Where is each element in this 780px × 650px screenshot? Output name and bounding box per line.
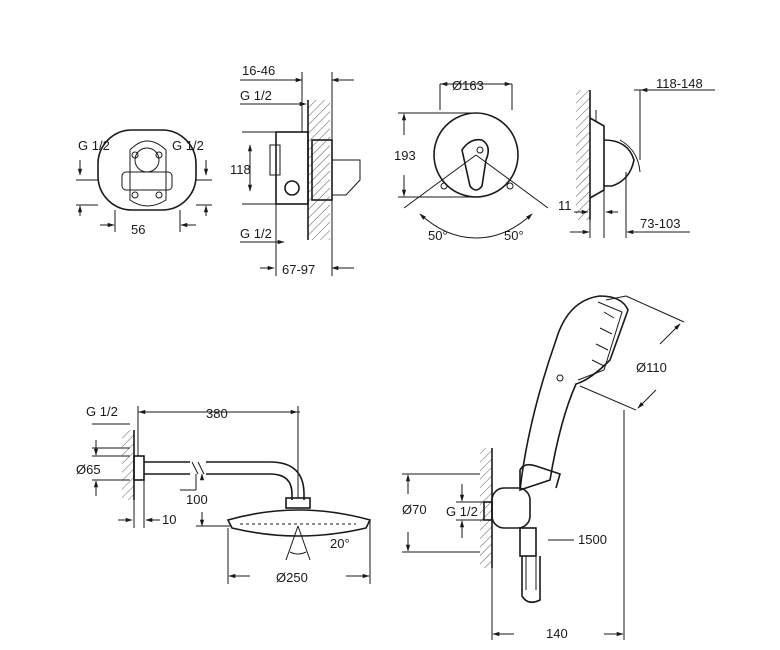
width-56-label: 56: [131, 222, 145, 237]
length-380-label: 380: [206, 406, 228, 421]
diameter-70-label: Ø70: [402, 502, 427, 517]
trim-side-view: [570, 87, 715, 238]
width-140-label: 140: [546, 626, 568, 641]
offset-10-label: 10: [162, 512, 176, 527]
diameter-110-label: Ø110: [636, 360, 667, 375]
depth-67-97-label: 67-97: [282, 262, 315, 277]
angle-20-label: 20°: [330, 536, 350, 551]
depth-73-103-label: 73-103: [640, 216, 680, 231]
depth-16-46-label: 16-46: [242, 63, 275, 78]
depth-118-148-label: 118-148: [656, 76, 703, 91]
hand-shower-view: [402, 295, 685, 640]
body-side-view: [240, 72, 361, 276]
g-half-right-label: G 1/2: [172, 138, 204, 153]
hose-1500-label: 1500: [578, 532, 607, 547]
g-half-arm-label: G 1/2: [86, 404, 118, 419]
angle-50-left-label: 50°: [428, 228, 448, 243]
head-shower-view: [92, 406, 372, 584]
g-half-left-label: G 1/2: [78, 138, 110, 153]
g-half-valve-bottom-label: G 1/2: [240, 226, 272, 241]
trim-front-view: [398, 81, 549, 239]
diameter-65-label: Ø65: [76, 462, 101, 477]
angle-50-right-label: 50°: [504, 228, 524, 243]
diameter-250-label: Ø250: [276, 570, 308, 585]
body-front-view: [76, 129, 212, 232]
height-100-label: 100: [186, 492, 208, 507]
offset-11-label: 11: [558, 198, 572, 213]
g-half-elbow-label: G 1/2: [446, 504, 478, 519]
height-118-label: 118: [230, 162, 251, 177]
diameter-163-label: Ø163: [452, 78, 484, 93]
g-half-valve-top-label: G 1/2: [240, 88, 272, 103]
height-193-label: 193: [394, 148, 416, 163]
